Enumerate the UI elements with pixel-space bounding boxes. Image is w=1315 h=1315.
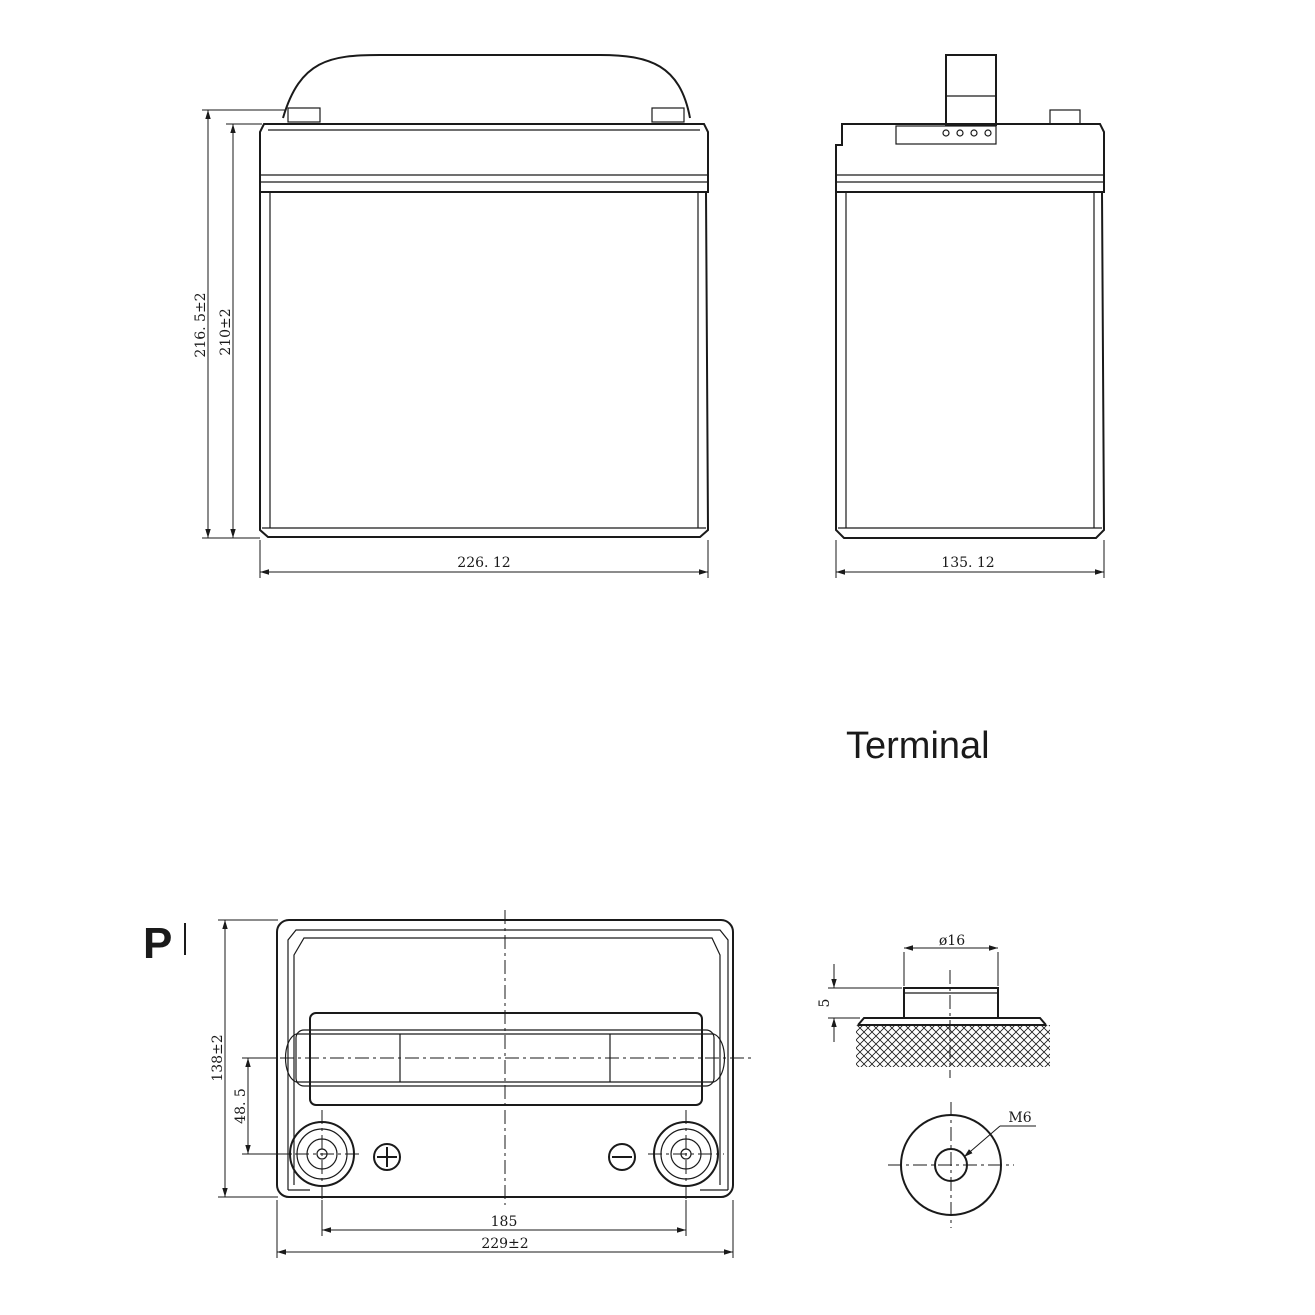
- terminal-thread-label: M6: [1008, 1110, 1031, 1126]
- terminal-diameter-label: ø16: [939, 933, 965, 949]
- terminal-title: Terminal: [846, 725, 990, 767]
- front-dimensions: 216. 5±2 210±2 226. 12: [193, 109, 709, 578]
- top-view: [255, 910, 752, 1205]
- front-width-label: 226. 12: [457, 555, 510, 571]
- front-view: [259, 54, 710, 538]
- side-width-label: 135. 12: [941, 555, 994, 571]
- front-case: [259, 191, 710, 538]
- terminal-base-hatch: [856, 1025, 1050, 1067]
- front-lid: [259, 123, 709, 193]
- terminal-top-detail: M6: [888, 1102, 1036, 1228]
- plus-symbol-icon: [373, 1143, 401, 1171]
- top-length-label: 229±2: [481, 1236, 528, 1252]
- front-height-outer-label: 216. 5±2: [193, 292, 209, 357]
- top-dimensions: 138±2 48. 5 185 229±2: [210, 919, 734, 1258]
- handle-clip-left: [287, 107, 321, 123]
- terminal-offset-label: 48. 5: [233, 1088, 249, 1124]
- terminal-height-label: 5: [817, 999, 833, 1008]
- side-handle-post: [945, 54, 997, 126]
- terminal-spacing-label: 185: [491, 1214, 518, 1230]
- minus-symbol-icon: [608, 1143, 636, 1171]
- front-height-case-label: 210±2: [218, 308, 234, 355]
- side-dimensions: 135. 12: [835, 540, 1105, 578]
- side-case: [835, 191, 1106, 539]
- layout-label: P: [143, 919, 172, 968]
- terminal-post: [903, 987, 999, 1019]
- handle-clip-right: [651, 107, 685, 123]
- side-view: [835, 54, 1106, 539]
- terminal-side-detail: ø16 5: [817, 933, 1050, 1078]
- carry-handle: [282, 54, 691, 119]
- top-width-label: 138±2: [210, 1034, 226, 1081]
- side-terminal-cap: [1049, 109, 1081, 125]
- top-handle: [309, 1012, 703, 1106]
